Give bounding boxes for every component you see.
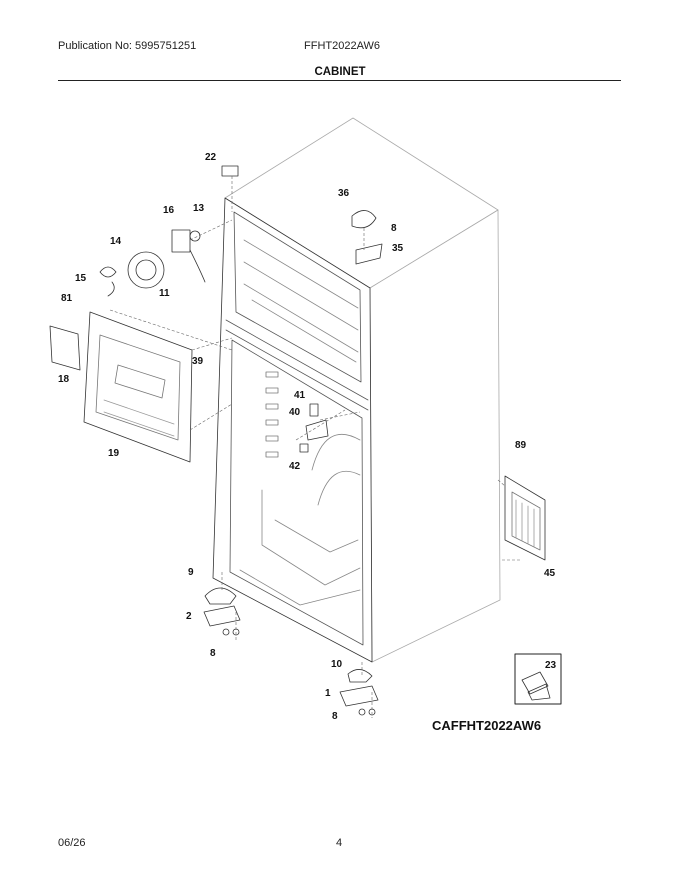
section-title: CABINET (314, 66, 366, 78)
callout-16: 16 (163, 205, 175, 216)
callout-40: 40 (289, 407, 301, 418)
callout-19: 19 (108, 448, 120, 459)
callout-9: 9 (188, 567, 194, 578)
light-housing (351, 210, 383, 265)
callout-10: 10 (331, 659, 343, 670)
callout-15: 15 (75, 273, 87, 284)
callout-2: 2 (186, 611, 192, 622)
liner-rails (265, 371, 279, 458)
inset-part-23 (514, 653, 562, 705)
left-hinge (203, 587, 241, 636)
callout-42: 42 (289, 461, 301, 472)
callout-11: 11 (159, 288, 170, 299)
callout-39: 39 (192, 356, 204, 367)
callout-1: 1 (325, 688, 331, 699)
publication-number: Publication No: 5995751251 (58, 40, 197, 52)
callout-81: 81 (61, 293, 73, 304)
cabinet-shell (212, 117, 501, 663)
callout-36: 36 (338, 188, 350, 199)
page-number: 4 (336, 837, 343, 849)
callout-18: 18 (58, 374, 70, 385)
evaporator-cover (83, 311, 193, 463)
callout-89: 89 (515, 440, 527, 451)
callout-8-left: 8 (210, 648, 216, 659)
callout-8-top: 8 (391, 223, 397, 234)
model-number: FFHT2022AW6 (304, 40, 381, 52)
diagram-code: CAFFHT2022AW6 (432, 718, 542, 733)
header-rule (58, 80, 621, 81)
callout-8-bottom: 8 (332, 711, 338, 722)
callout-22: 22 (205, 152, 217, 163)
callout-14: 14 (110, 236, 122, 247)
callout-45: 45 (544, 568, 556, 579)
callout-23: 23 (545, 660, 557, 671)
fan-assembly (99, 165, 239, 297)
callout-35: 35 (392, 243, 404, 254)
bracket-part-18 (49, 325, 81, 371)
damper-control (299, 403, 329, 453)
callout-13: 13 (193, 203, 205, 214)
condenser-grille (504, 475, 546, 561)
callout-41: 41 (294, 390, 306, 401)
footer-date: 06/26 (58, 837, 86, 849)
